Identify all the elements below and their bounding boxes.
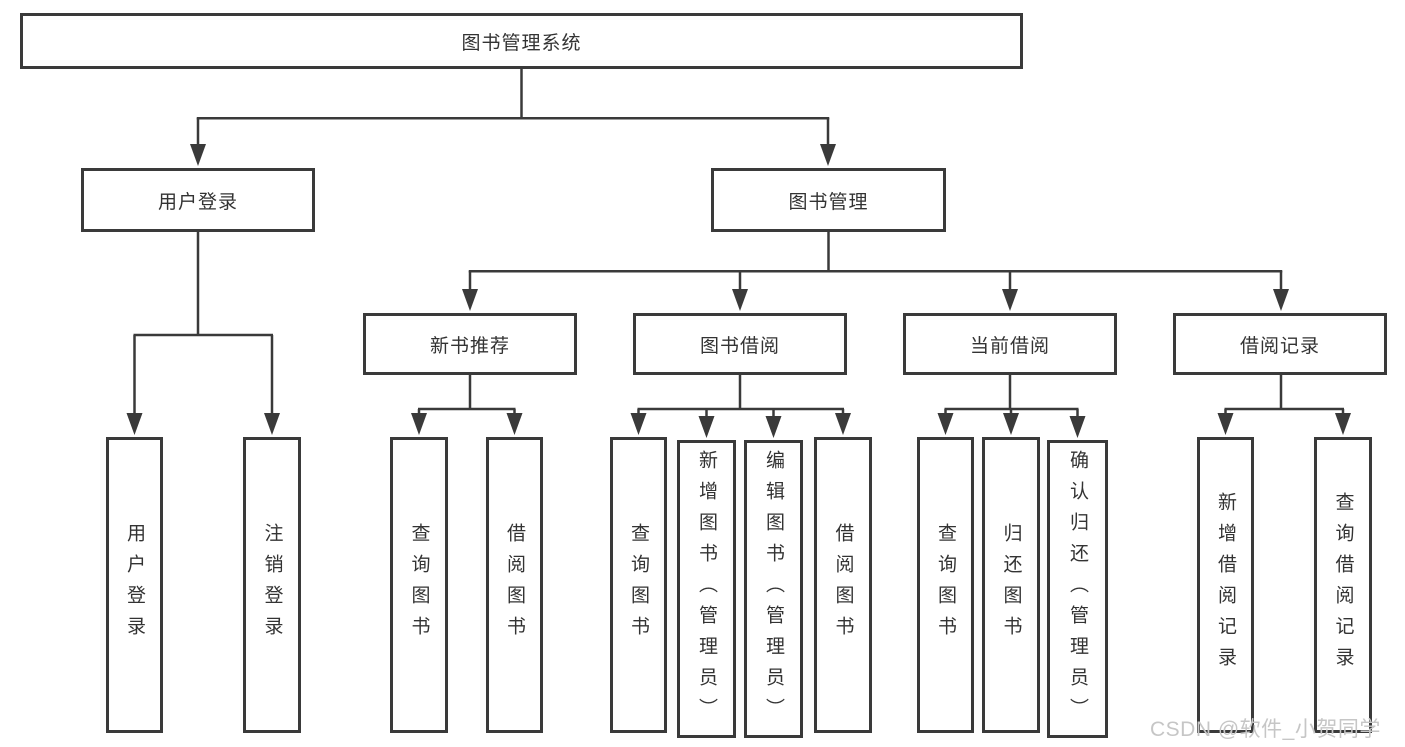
node-book-borrow: 图书借阅	[633, 313, 847, 375]
leaf-logout: 注销登录	[243, 437, 301, 733]
leaf-confirm-return-admin: 确认归还（管理员）	[1047, 440, 1108, 738]
leaf-edit-books-admin-label: 编辑图书（管理员）	[763, 449, 784, 729]
leaf-borrow-borrow-books: 借阅图书	[814, 437, 872, 733]
leaf-borrow-query-books: 查询图书	[610, 437, 667, 733]
leaf-current-query-books-label: 查询图书	[935, 523, 956, 647]
leaf-borrow-borrow-books-label: 借阅图书	[832, 523, 854, 647]
leaf-return-books: 归还图书	[982, 437, 1040, 733]
node-user-login: 用户登录	[81, 168, 315, 232]
node-book-management: 图书管理	[711, 168, 946, 232]
leaf-borrow-query-books-label: 查询图书	[628, 523, 649, 647]
leaf-edit-books-admin: 编辑图书（管理员）	[744, 440, 803, 738]
node-root-label: 图书管理系统	[461, 32, 582, 54]
leaf-user-login-label: 用户登录	[124, 523, 145, 647]
leaf-query-borrow-record-label: 查询借阅记录	[1332, 492, 1354, 678]
node-book-borrow-label: 图书借阅	[699, 335, 780, 357]
leaf-recommend-query-books: 查询图书	[390, 437, 448, 733]
node-new-book-recommend: 新书推荐	[363, 313, 577, 375]
leaf-user-login: 用户登录	[106, 437, 163, 733]
leaf-recommend-borrow-books-label: 借阅图书	[504, 523, 525, 647]
leaf-recommend-borrow-books: 借阅图书	[486, 437, 543, 733]
node-new-book-recommend-label: 新书推荐	[429, 335, 510, 357]
leaf-return-books-label: 归还图书	[1000, 523, 1022, 647]
node-book-management-label: 图书管理	[788, 191, 869, 213]
node-current-borrow-label: 当前借阅	[969, 335, 1050, 357]
node-user-login-label: 用户登录	[157, 191, 238, 213]
leaf-add-borrow-record-label: 新增借阅记录	[1215, 492, 1236, 678]
node-current-borrow: 当前借阅	[903, 313, 1117, 375]
leaf-recommend-query-books-label: 查询图书	[408, 523, 430, 647]
leaf-add-borrow-record: 新增借阅记录	[1197, 437, 1254, 733]
node-root-system: 图书管理系统	[20, 13, 1023, 69]
node-borrow-records-label: 借阅记录	[1239, 335, 1320, 357]
csdn-watermark: CSDN @软件_小贺同学	[1150, 718, 1381, 741]
node-borrow-records: 借阅记录	[1173, 313, 1387, 375]
leaf-add-books-admin-label: 新增图书（管理员）	[696, 449, 717, 729]
leaf-logout-label: 注销登录	[261, 523, 283, 647]
leaf-add-books-admin: 新增图书（管理员）	[677, 440, 736, 738]
leaf-confirm-return-admin-label: 确认归还（管理员）	[1067, 449, 1088, 729]
leaf-current-query-books: 查询图书	[917, 437, 974, 733]
leaf-query-borrow-record: 查询借阅记录	[1314, 437, 1372, 733]
